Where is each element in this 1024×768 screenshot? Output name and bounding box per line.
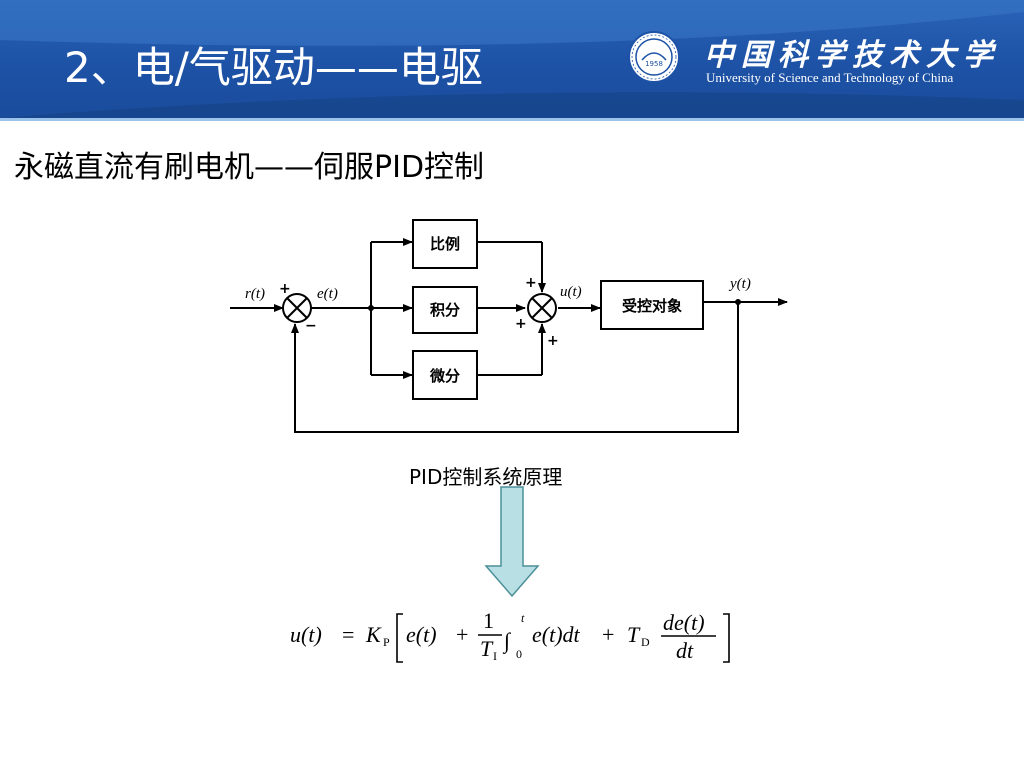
formula-kp-sub: P [383, 635, 390, 649]
plant-label: 受控对象 [622, 297, 682, 315]
integral-label: 积分 [430, 301, 460, 319]
derivative-label: 微分 [429, 367, 460, 385]
formula-dt: dt [676, 638, 694, 663]
summing-junction-2 [527, 293, 557, 323]
header-banner: 2、电/气驱动——电驱 1958 中国科学技术大学 University of … [0, 0, 1024, 118]
down-arrow-icon [484, 486, 540, 598]
header-rule [0, 118, 1024, 121]
signal-e-label: e(t) [317, 286, 338, 302]
university-name-chinese: 中国科学技术大学 [704, 38, 1000, 73]
integral-block [412, 286, 478, 334]
formula-de: de(t) [663, 610, 705, 635]
summing-junction-1 [282, 293, 312, 323]
proportional-label: 比例 [430, 235, 460, 253]
signal-y-label: y(t) [728, 276, 751, 292]
formula-left-bracket [396, 613, 403, 663]
derivative-block [412, 350, 478, 400]
formula-lhs: u(t) [290, 622, 322, 647]
output-node [735, 299, 741, 305]
university-name-english: University of Science and Technology of … [706, 70, 954, 85]
slide-subtitle: 永磁直流有刷电机——伺服PID控制 [14, 150, 485, 185]
formula-plus-1: + [456, 622, 468, 647]
formula-kp: K [365, 622, 382, 647]
pid-formula: u(t) = K P e(t) + 1 T I ∫ t 0 e(t)dt + T… [290, 608, 730, 663]
formula-equals: = [342, 622, 354, 647]
sign-feedback-minus: − [305, 318, 317, 334]
sign-r-plus: + [279, 281, 291, 297]
formula-plus-2: + [602, 622, 614, 647]
pid-block-diagram: 比例 积分 微分 受控对象 r(t) e(t) u(t) y(t) + − + … [230, 219, 788, 433]
formula-int-lower: 0 [516, 647, 522, 661]
formula-integral: ∫ [502, 628, 512, 654]
formula-ti: T [480, 636, 494, 661]
branch-node [368, 305, 374, 311]
formula-int-upper: t [521, 611, 525, 625]
formula-td: T [627, 622, 641, 647]
formula-one: 1 [483, 608, 494, 633]
proportional-block [412, 219, 478, 269]
sign-p-plus: + [525, 275, 537, 291]
formula-integrand: e(t)dt [532, 622, 581, 647]
signal-r-label: r(t) [245, 286, 265, 302]
sign-d-plus: + [547, 333, 559, 349]
formula-td-sub: D [641, 635, 650, 649]
seal-year: 1958 [645, 60, 663, 68]
feedback-line [294, 302, 739, 433]
formula-e-term: e(t) [406, 622, 437, 647]
plant-block [600, 280, 704, 330]
formula-ti-sub: I [493, 649, 497, 663]
header-swoosh-decoration [0, 0, 1024, 118]
university-seal-icon: 1958 [628, 31, 680, 83]
formula-right-bracket [723, 613, 730, 663]
slide-title: 2、电/气驱动——电驱 [64, 43, 483, 92]
sign-i-plus: + [515, 316, 527, 332]
diagram-caption: PID控制系统原理 [409, 465, 563, 489]
signal-u-label: u(t) [560, 284, 582, 300]
